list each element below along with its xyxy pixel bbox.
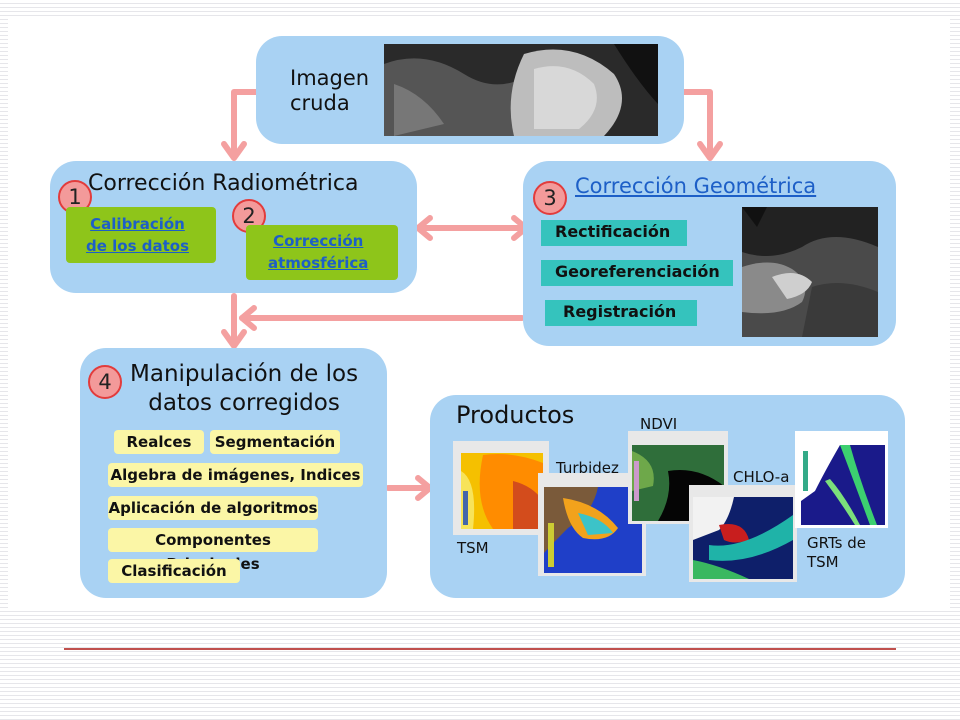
tsm-map [453,441,549,535]
raw-image-label: Imagen cruda [290,66,370,115]
classification-item: Clasificación [108,559,240,583]
ndvi-label: NDVI [640,415,678,433]
chlorophyll-map [689,485,797,582]
geometric-satellite-image [742,207,878,337]
georeference-item: Georeferenciación [541,260,733,286]
calibration-link[interactable]: Calibración de los datos [86,215,189,255]
grts-map [795,431,888,528]
turbidity-label: Turbidez [556,459,619,477]
products-title: Productos [456,401,575,429]
raw-satellite-image [384,44,658,136]
step-badge-3: 3 [533,181,567,215]
step-badge-4: 4 [88,365,122,399]
algorithms-item: Aplicación de algoritmos [108,496,318,520]
grts-label: GRTs de TSM [807,534,866,571]
raw-image-box: Imagen cruda [256,36,684,144]
manipulation-box: 4 Manipulación de los datos corregidos R… [80,348,387,598]
atmospheric-link[interactable]: Corrección atmosférica [268,232,369,272]
radiometric-title: Corrección Radiométrica [88,171,359,196]
image-algebra-item: Algebra de imágenes, Indices [108,463,363,487]
principal-components-item: Componentes Principales [108,528,318,573]
radiometric-box: Corrección Radiométrica 1 Calibración de… [50,161,417,293]
manipulation-title: Manipulación de los datos corregidos [130,361,359,416]
registration-item: Registración [545,300,697,326]
products-box: Productos TSM Turbidez [430,395,905,598]
geometric-title-link[interactable]: Corrección Geométrica [575,174,817,198]
segmentation-item: Segmentación [210,430,340,454]
tsm-label: TSM [457,539,489,557]
footer-divider [64,648,896,650]
atmospheric-box: Corrección atmosférica [246,225,398,280]
enhancement-item: Realces [114,430,204,454]
chlorophyll-label: CHLO-a [733,468,790,486]
geometric-box: 3 Corrección Geométrica Rectificación Ge… [523,161,896,346]
rectification-item: Rectificación [541,220,687,246]
calibration-box: Calibración de los datos [66,207,216,263]
